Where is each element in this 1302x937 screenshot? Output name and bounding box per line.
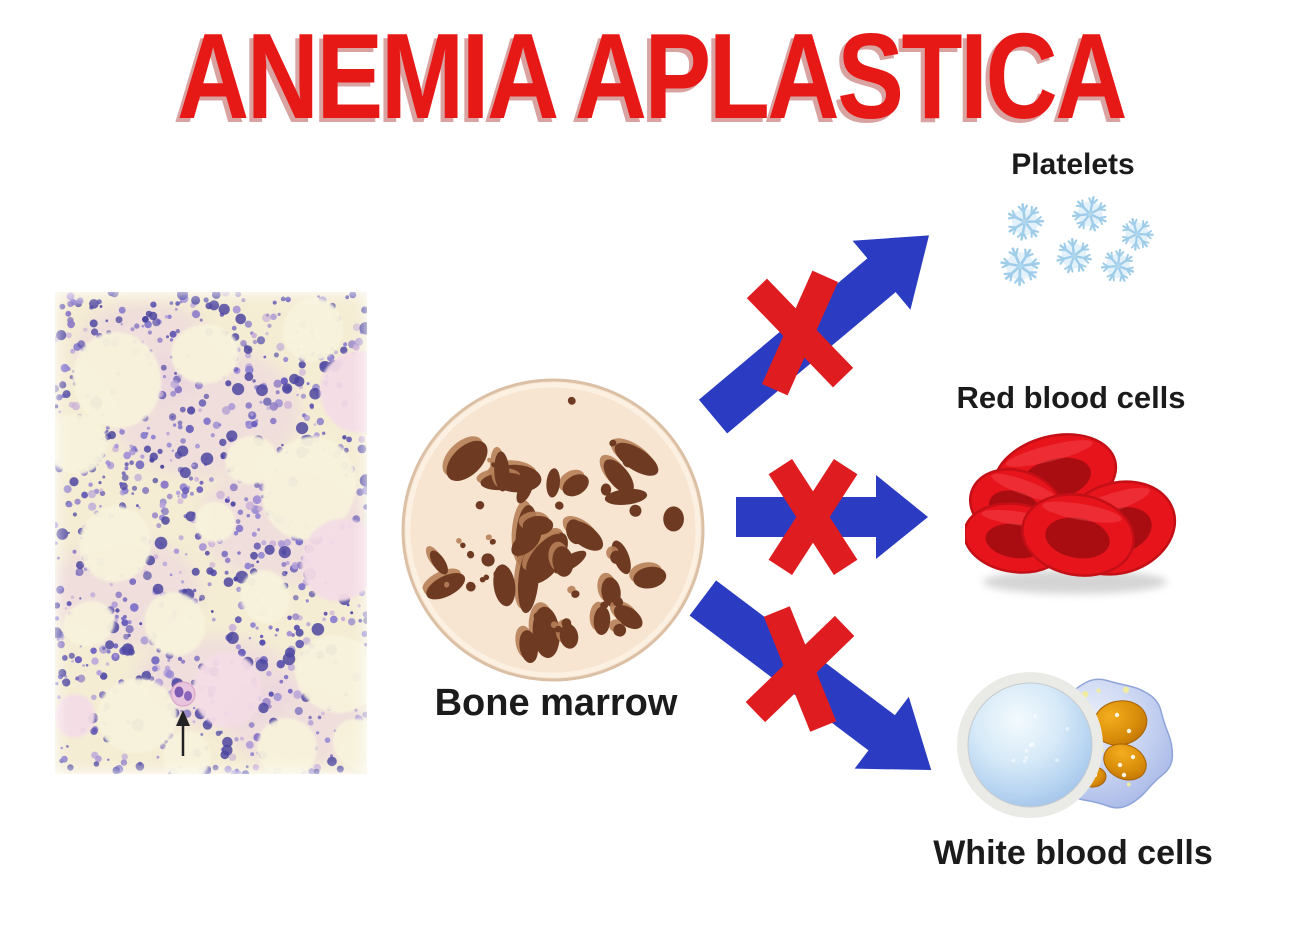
platelet xyxy=(1056,237,1092,274)
white-blood-cells-icon xyxy=(957,672,1174,818)
platelet xyxy=(1007,203,1045,241)
page-title: ANEMIA APLASTICA xyxy=(176,8,1128,144)
x-icon xyxy=(746,270,854,396)
red-blood-cell xyxy=(1021,493,1135,577)
micrograph-pointer-arrow xyxy=(176,710,190,756)
fat-vacuoles xyxy=(55,298,367,774)
red-blood-cells-icon xyxy=(965,433,1177,594)
platelets-icon xyxy=(1000,196,1154,287)
x-icon xyxy=(768,459,858,575)
marrow-spots xyxy=(422,396,684,663)
bone-marrow-micrograph xyxy=(55,292,367,774)
x-icon xyxy=(745,606,855,732)
platelet xyxy=(1071,196,1107,232)
bone-marrow-icon xyxy=(401,378,705,682)
platelet xyxy=(1100,248,1135,282)
platelet xyxy=(1000,247,1040,287)
arrow-to-red-blood-cells-icon xyxy=(736,475,928,559)
red-blood-cells-label: Red blood cells xyxy=(956,380,1186,415)
lymphocyte xyxy=(957,672,1103,818)
platelet xyxy=(1121,217,1154,251)
white-blood-cells-label: White blood cells xyxy=(933,834,1213,872)
annotated-cell xyxy=(170,681,196,707)
bone-marrow-label: Bone marrow xyxy=(434,682,678,724)
cell-speckles xyxy=(55,292,367,774)
platelets-label: Platelets xyxy=(1011,148,1135,181)
